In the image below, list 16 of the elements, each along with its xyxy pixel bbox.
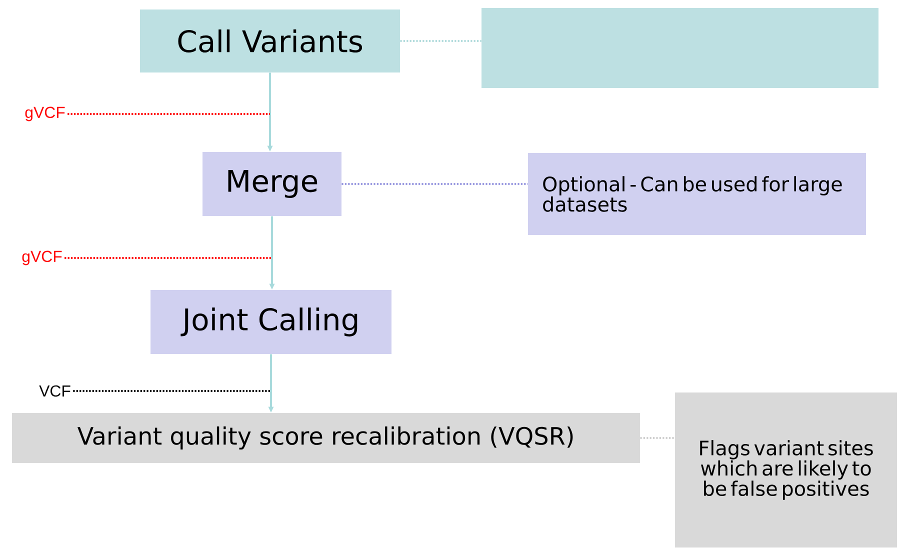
connector-line bbox=[400, 40, 482, 42]
note-box: Flags variant sites which are likely to be false positives bbox=[675, 392, 897, 548]
output-label: gVCF bbox=[25, 106, 65, 122]
leader-line bbox=[68, 113, 270, 115]
output-label: VCF bbox=[39, 385, 70, 397]
leader-line bbox=[64, 257, 271, 259]
connector-line bbox=[342, 183, 528, 185]
process-box: Merge bbox=[202, 152, 342, 216]
note-box: Optional - Can be used for large datasets bbox=[528, 153, 866, 235]
output-label: gVCF bbox=[22, 250, 62, 266]
leader-line bbox=[73, 390, 270, 392]
note-box bbox=[482, 8, 878, 88]
process-box: Joint Calling bbox=[150, 290, 392, 354]
process-box: Call Variants bbox=[140, 10, 400, 72]
connector-line bbox=[640, 437, 675, 439]
process-box: Variant quality score recalibration (VQSR) bbox=[12, 413, 640, 463]
